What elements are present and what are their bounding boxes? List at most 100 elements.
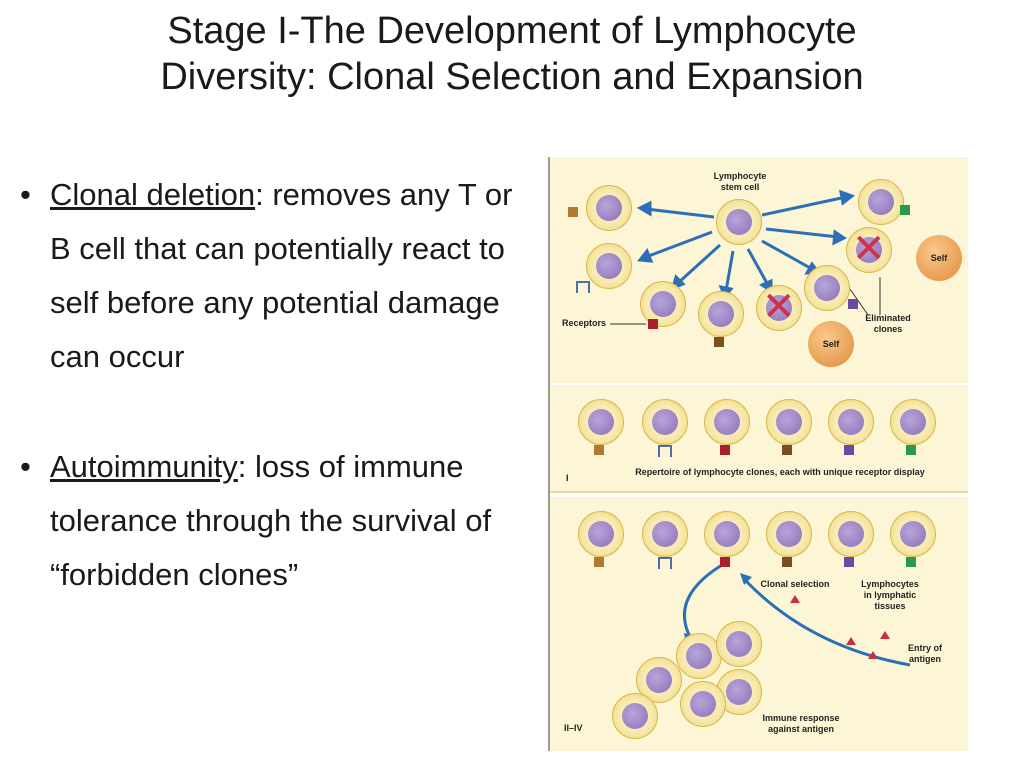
antigen-icon — [846, 637, 856, 645]
eliminated-cell — [846, 227, 892, 273]
receptor-icon — [844, 445, 854, 455]
panel-numeral-1: I — [566, 473, 569, 483]
nucleus — [588, 409, 614, 435]
nucleus — [690, 691, 716, 717]
receptor-icon — [720, 557, 730, 567]
bullet-term: Clonal deletion — [50, 177, 256, 212]
expanded-clone-cell — [676, 633, 722, 679]
clone-cell — [578, 399, 624, 445]
title-line-2: Diversity: Clonal Selection and Expansio… — [160, 56, 864, 98]
nucleus — [686, 643, 712, 669]
receptor-icon — [782, 557, 792, 567]
clonal-selection-label: Clonal selection — [760, 579, 830, 589]
nucleus — [596, 195, 622, 221]
receptor-icon — [658, 557, 672, 569]
eliminated-cell — [756, 285, 802, 331]
stem-cell — [716, 199, 762, 245]
nucleus — [650, 291, 676, 317]
nucleus — [646, 667, 672, 693]
receptor-icon — [594, 445, 604, 455]
title-line-1: Stage I-The Development of Lymphocyte — [167, 10, 857, 52]
bullet-clonal-deletion: • Clonal deletion: removes any T or B ce… — [18, 168, 528, 384]
figure-panel-repertoire: Repertoire of lymphocyte clones, each wi… — [550, 385, 968, 493]
lymphocyte-cell — [804, 265, 850, 311]
nucleus — [708, 301, 734, 327]
clone-cell — [578, 511, 624, 557]
selected-clone-cell — [704, 511, 750, 557]
antigen-icon — [880, 631, 890, 639]
receptor-icon — [714, 337, 724, 347]
nucleus — [652, 521, 678, 547]
expanded-clone-cell — [612, 693, 658, 739]
nucleus — [652, 409, 678, 435]
bullet-dot-icon: • — [20, 449, 31, 484]
bullet-text: : loss of immune tolerance through the s… — [50, 449, 492, 592]
receptor-icon — [848, 299, 858, 309]
lymphocytes-label: Lymphocytes in lymphatic tissues — [861, 579, 919, 611]
nucleus — [726, 209, 752, 235]
nucleus — [622, 703, 648, 729]
nucleus — [900, 521, 926, 547]
stem-cell-label: Lymphocyte stem cell — [713, 171, 767, 192]
clonal-selection-figure: Lymphocyte stem cell ✕ ✕ Self Self Recep… — [548, 157, 968, 751]
self-antigen-cell: Self — [808, 321, 854, 367]
receptor-icon — [648, 319, 658, 329]
slide-title: Stage I-The Development of Lymphocyte Di… — [0, 8, 1024, 100]
entry-of-antigen-label: Entry of antigen — [907, 643, 942, 664]
expanded-clone-cell — [716, 621, 762, 667]
clone-cell — [890, 399, 936, 445]
cross-icon: ✕ — [852, 227, 886, 271]
bullet-list: • Clonal deletion: removes any T or B ce… — [18, 168, 528, 602]
nucleus — [726, 679, 752, 705]
nucleus — [588, 521, 614, 547]
receptors-label: Receptors — [562, 318, 607, 328]
bullet-text: : removes any T or B cell that can poten… — [50, 177, 513, 374]
lymphocyte-cell — [698, 291, 744, 337]
nucleus — [814, 275, 840, 301]
nucleus — [726, 631, 752, 657]
receptor-icon — [576, 281, 590, 293]
clone-cell — [766, 511, 812, 557]
nucleus — [838, 521, 864, 547]
bullet-term: Autoimmunity — [50, 449, 238, 484]
receptor-icon — [594, 557, 604, 567]
nucleus — [838, 409, 864, 435]
clone-cell — [828, 511, 874, 557]
antigen-icon — [868, 651, 878, 659]
nucleus — [868, 189, 894, 215]
lymphocyte-cell — [586, 243, 632, 289]
clone-cell — [766, 399, 812, 445]
receptor-icon — [720, 445, 730, 455]
immune-response-label: Immune response against antigen — [762, 713, 840, 734]
lymphocyte-cell — [640, 281, 686, 327]
repertoire-label: Repertoire of lymphocyte clones, each wi… — [635, 467, 925, 477]
clone-cell — [890, 511, 936, 557]
bullet-autoimmunity: • Autoimmunity: loss of immune tolerance… — [18, 440, 528, 602]
nucleus — [900, 409, 926, 435]
clone-cell — [642, 399, 688, 445]
receptor-icon — [658, 445, 672, 457]
receptor-icon — [568, 207, 578, 217]
figure-panel-deletion: Lymphocyte stem cell ✕ ✕ Self Self Recep… — [550, 157, 968, 383]
clone-cell — [642, 511, 688, 557]
nucleus — [766, 295, 792, 321]
nucleus — [856, 237, 882, 263]
receptor-icon — [900, 205, 910, 215]
lymphocyte-cell — [586, 185, 632, 231]
eliminated-clones-label: Eliminated clones — [865, 313, 911, 334]
figure-panel-selection: Clonal selection Lymphocytes in lymphati… — [550, 497, 968, 751]
nucleus — [714, 409, 740, 435]
receptor-icon — [782, 445, 792, 455]
expanded-clone-cell — [680, 681, 726, 727]
nucleus — [596, 253, 622, 279]
self-antigen-cell: Self — [916, 235, 962, 281]
bullet-dot-icon: • — [20, 177, 31, 212]
nucleus — [714, 521, 740, 547]
receptor-icon — [906, 445, 916, 455]
clone-cell — [828, 399, 874, 445]
nucleus — [776, 409, 802, 435]
nucleus — [776, 521, 802, 547]
cross-icon: ✕ — [762, 285, 796, 329]
receptor-icon — [906, 557, 916, 567]
clone-cell — [704, 399, 750, 445]
